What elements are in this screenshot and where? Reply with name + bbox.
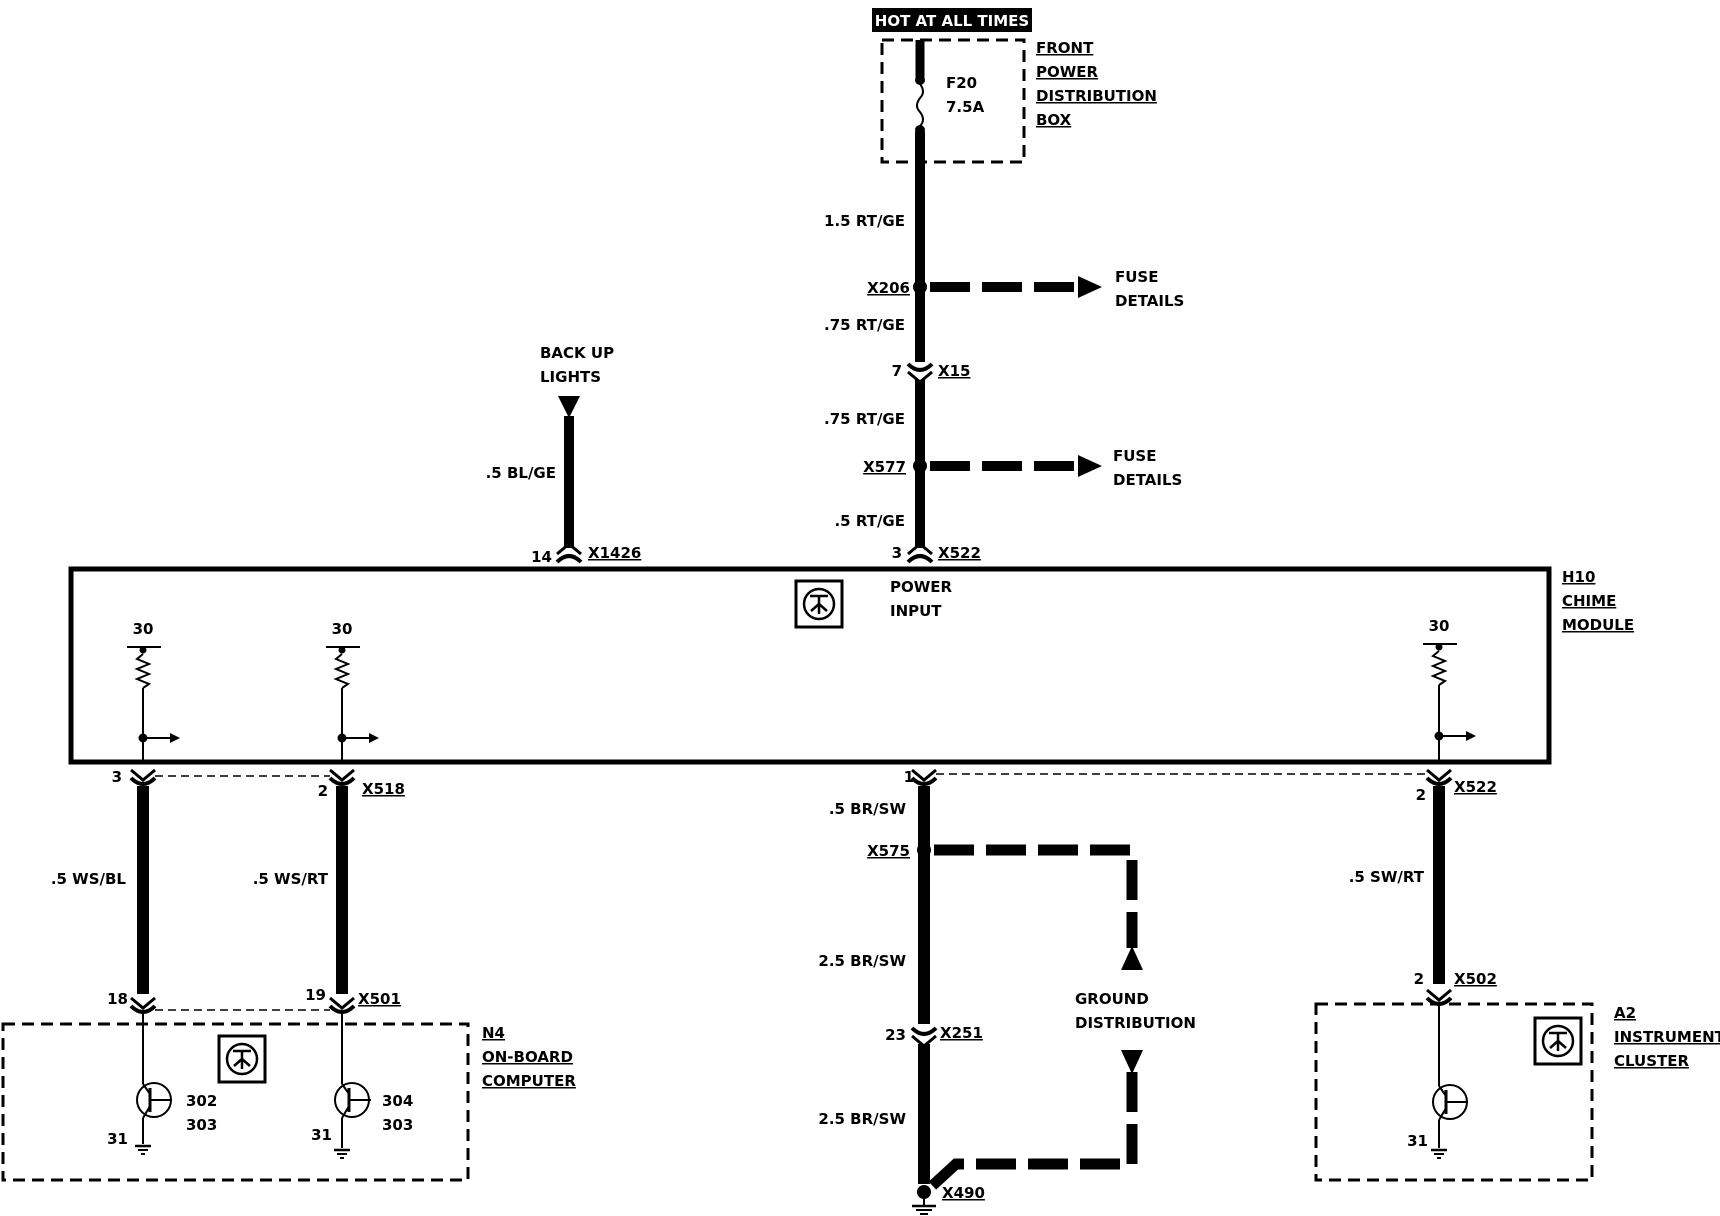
backup-wire-label: .5 BL/GE <box>486 464 556 482</box>
chime-module-label-3: MODULE <box>1562 616 1634 634</box>
lower-left-wires <box>129 768 356 1014</box>
terminal-30-b: 30 <box>332 620 353 638</box>
wire-label-ws-bl: .5 WS/BL <box>51 870 127 888</box>
power-feed-wire <box>906 132 934 564</box>
fuse-rating: 7.5A <box>946 98 985 116</box>
ground-symbol-x490 <box>912 1185 936 1215</box>
connector-x15-pin: 7 <box>892 362 902 380</box>
splice-x577-label: X577 <box>863 458 906 476</box>
instrument-cluster-id: A2 <box>1614 1004 1636 1022</box>
transistor-n4-a-label-1: 302 <box>186 1092 217 1110</box>
wire-label-5-rt-ge: .5 RT/GE <box>834 512 905 530</box>
onboard-computer-box <box>1 1022 470 1182</box>
chime-power-label-2: INPUT <box>890 602 942 620</box>
fuse-details-1-line1: FUSE <box>1115 268 1158 286</box>
splice-x575-label: X575 <box>867 842 910 860</box>
transistor-n4-a-label-2: 303 <box>186 1116 217 1134</box>
splice-x575-dot <box>917 843 931 857</box>
transistor-n4-b-label-2: 303 <box>382 1116 413 1134</box>
onboard-computer-label-3: COMPUTER <box>482 1072 576 1090</box>
terminal-30-c: 30 <box>1429 617 1450 635</box>
fuse-details-2-line2: DETAILS <box>1113 471 1182 489</box>
terminal-30-a: 30 <box>133 620 154 638</box>
fuse-box-label-2: POWER <box>1036 63 1099 81</box>
wire-label-sw-rt: .5 SW/RT <box>1349 868 1425 886</box>
chime-power-label-1: POWER <box>890 578 953 596</box>
chime-module-id: H10 <box>1562 568 1595 586</box>
pin-3-x518: 3 <box>112 768 122 786</box>
fuse-f20: F20 7.5A <box>915 40 985 135</box>
chime-module-label-2: CHIME <box>1562 592 1616 610</box>
pin-2-x518: 2 <box>318 782 328 800</box>
pull-up-resistor-c <box>1423 643 1476 762</box>
splice-x206-label: X206 <box>867 279 910 297</box>
fuse-details-arrow-1 <box>930 276 1102 298</box>
electronic-component-icon-a2 <box>1533 1016 1583 1066</box>
connector-x251-label: X251 <box>940 1024 983 1042</box>
front-power-distribution-box: FRONT POWER DISTRIBUTION BOX <box>880 38 1157 164</box>
wire-label-1-5-rt-ge: 1.5 RT/GE <box>824 212 905 230</box>
instrument-cluster-label-3: CLUSTER <box>1614 1052 1689 1070</box>
fuse-box-label-4: BOX <box>1036 111 1072 129</box>
wire-label-75-rt-ge-a: .75 RT/GE <box>824 316 905 334</box>
instrument-cluster-label-2: INSTRUMENT <box>1614 1028 1720 1046</box>
ground-31-n4-a: 31 <box>107 1130 128 1148</box>
transistor-icon-n4-a <box>135 1012 172 1155</box>
pull-up-resistor-b <box>326 646 379 762</box>
fuse-box-label-1: FRONT <box>1036 39 1094 57</box>
pull-up-resistor-a <box>127 646 180 762</box>
connector-x518: X518 <box>362 780 405 798</box>
ground-31-n4-b: 31 <box>311 1126 332 1144</box>
transistor-n4-b-label-1: 304 <box>382 1092 413 1110</box>
connector-x251-pin: 23 <box>885 1026 906 1044</box>
fuse-id: F20 <box>946 74 977 92</box>
electronic-component-icon-n4 <box>217 1034 267 1084</box>
pin-2-x502: 2 <box>1414 970 1424 988</box>
connector-x15-label: X15 <box>938 362 970 380</box>
wire-label-ws-rt: .5 WS/RT <box>253 870 329 888</box>
ground-31-a2: 31 <box>1407 1132 1428 1150</box>
ground-distribution-label-1: GROUND <box>1075 990 1149 1008</box>
splice-x206-dot <box>913 280 927 294</box>
fuse-details-1-line2: DETAILS <box>1115 292 1184 310</box>
wire-label-2-5-br-sw-b: 2.5 BR/SW <box>818 1110 906 1128</box>
wire-label-5-br-sw: .5 BR/SW <box>829 800 907 818</box>
connector-x1426: X1426 <box>588 544 641 562</box>
wire-label-75-rt-ge-b: .75 RT/GE <box>824 410 905 428</box>
chime-power-pin: 3 <box>892 544 902 562</box>
wire-label-2-5-br-sw-a: 2.5 BR/SW <box>818 952 906 970</box>
onboard-computer-id: N4 <box>482 1024 505 1042</box>
transistor-icon-n4-b <box>334 1012 371 1159</box>
hot-at-all-times-label: HOT AT ALL TIMES <box>875 12 1029 30</box>
chime-power-connector: X522 <box>938 544 981 562</box>
fuse-box-label-3: DISTRIBUTION <box>1036 87 1157 105</box>
connector-x501: X501 <box>358 990 401 1008</box>
pin-19-x501: 19 <box>305 986 326 1004</box>
fuse-details-arrow-2 <box>930 455 1102 477</box>
pin-2-x522-lower: 2 <box>1416 786 1426 804</box>
backup-lights-label-1: BACK UP <box>540 344 614 362</box>
ground-pin-1: 1 <box>904 768 914 786</box>
backup-lights-arrow <box>558 396 580 418</box>
ground-wire <box>910 768 1430 1184</box>
instrument-cluster-box <box>1314 1002 1594 1182</box>
transistor-icon-a2 <box>1431 1004 1468 1159</box>
connector-x502: X502 <box>1454 970 1497 988</box>
onboard-computer-label-2: ON-BOARD <box>482 1048 573 1066</box>
pin-18-x501: 18 <box>107 990 128 1008</box>
backup-lights-label-2: LIGHTS <box>540 368 601 386</box>
ground-distribution-dashed-path <box>928 844 1143 1191</box>
ground-point-x490: X490 <box>942 1184 985 1202</box>
ground-distribution-label-2: DISTRIBUTION <box>1075 1014 1196 1032</box>
connector-x522-lower: X522 <box>1454 778 1497 796</box>
chime-module-box <box>68 566 1552 765</box>
electronic-component-icon-chime <box>794 579 844 629</box>
fuse-details-2-line1: FUSE <box>1113 447 1156 465</box>
backup-pin: 14 <box>531 548 552 566</box>
lower-right-wire <box>1425 768 1453 1006</box>
splice-x577-dot <box>913 459 927 473</box>
hot-at-all-times-banner: HOT AT ALL TIMES <box>872 8 1032 32</box>
